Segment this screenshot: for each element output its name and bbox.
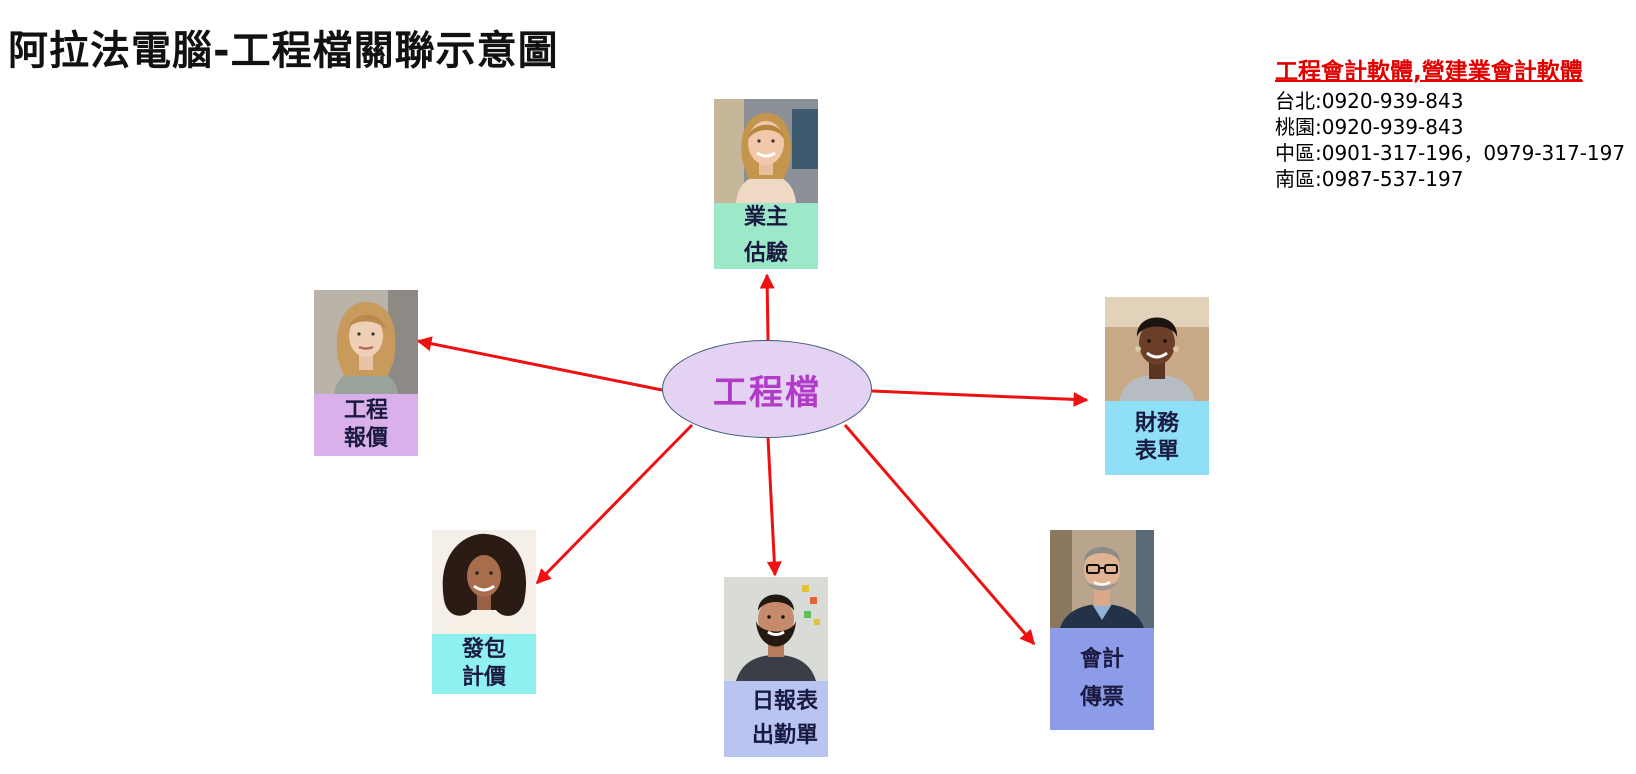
finance-forms-line2: 表單 [1134,439,1179,464]
accounting-voucher-line2: 傳票 [1079,685,1124,710]
avatar-finance-forms [1105,297,1209,401]
contact-heading: 工程會計軟體,營建業會計軟體 [1275,59,1583,85]
project-file-label: 工程檔 [713,372,821,413]
avatar-project-quote [314,290,418,394]
contact-panel: 工程會計軟體,營建業會計軟體 台北:0920-939-843 桃園:0920-9… [1275,52,1625,192]
project-file-node[interactable]: 工程檔 [662,340,872,438]
subcontract-pricing-line1: 發包 [461,637,506,662]
label-owner-estimate: 業主 估驗 [714,203,818,269]
label-project-quote: 工程 報價 [314,394,418,456]
arrow-to-accounting-voucher [843,424,1036,646]
node-project-quote[interactable]: 工程 報價 [314,290,418,456]
node-accounting-voucher[interactable]: 會計 傳票 [1050,530,1154,730]
owner-estimate-line1: 業主 [743,205,788,230]
daily-report-line1: 日報表 [752,689,819,714]
node-subcontract-pricing[interactable]: 發包 計價 [432,530,536,694]
label-subcontract-pricing: 發包 計價 [432,634,536,694]
avatar-subcontract-pricing [432,530,536,634]
contact-line-central: 中區:0901-317-196，0979-317-197 [1275,141,1626,165]
label-finance-forms: 財務 表單 [1105,401,1209,475]
page-title: 阿拉法電腦-工程檔關聯示意圖 [8,28,559,74]
arrow-to-project-quote [416,336,663,392]
node-finance-forms[interactable]: 財務 表單 [1105,297,1209,475]
avatar-accounting-voucher [1050,530,1154,628]
node-owner-estimate[interactable]: 業主 估驗 [714,99,818,269]
arrow-to-owner-estimate [759,273,775,341]
subcontract-pricing-line2: 計價 [461,665,506,690]
label-daily-report: 日報表 出勤單 [724,681,828,757]
label-accounting-voucher: 會計 傳票 [1050,628,1154,730]
contact-line-south: 南區:0987-537-197 [1275,167,1464,191]
accounting-voucher-line1: 會計 [1079,647,1124,672]
avatar-owner-estimate [714,99,818,203]
finance-forms-line1: 財務 [1134,411,1179,436]
project-quote-line2: 報價 [343,426,388,451]
arrow-to-daily-report [766,437,782,577]
arrow-to-subcontract-pricing [535,423,694,585]
contact-line-taipei: 台北:0920-939-843 [1275,89,1464,113]
owner-estimate-line2: 估驗 [743,241,788,266]
arrow-to-finance-forms [871,389,1089,407]
daily-report-line2: 出勤單 [752,723,819,748]
contact-line-taoyuan: 桃園:0920-939-843 [1275,115,1464,139]
project-quote-line1: 工程 [343,398,388,423]
avatar-daily-report [724,577,828,681]
node-daily-report[interactable]: 日報表 出勤單 [724,577,828,757]
